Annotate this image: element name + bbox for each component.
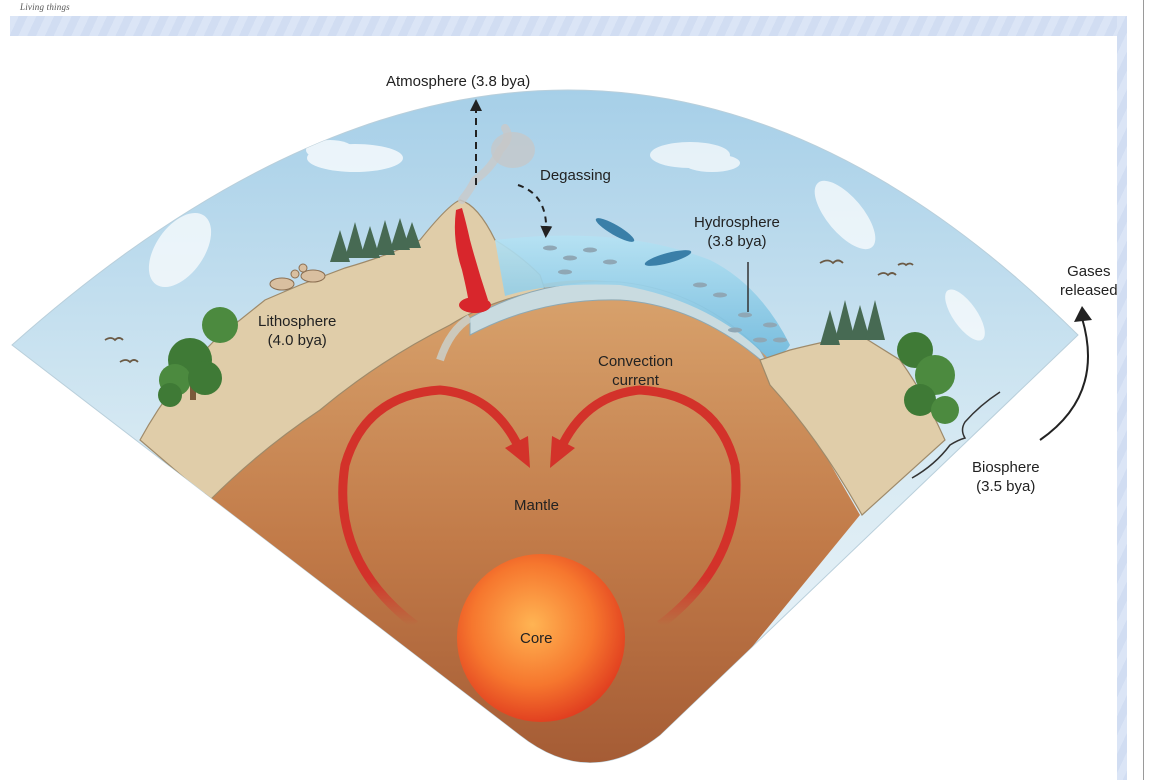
label-hydrosphere-name: Hydrosphere — [694, 214, 780, 231]
top-caption: Living things — [20, 2, 70, 12]
label-biosphere: Biosphere (3.5 bya) — [972, 458, 1040, 496]
core — [457, 554, 625, 722]
cloud-icon — [650, 142, 740, 172]
label-convection-current: Convection current — [598, 352, 673, 390]
label-gases-line2: released — [1060, 282, 1118, 299]
top-header-band — [10, 16, 1127, 36]
tree-icon — [897, 332, 959, 424]
label-convection-line2: current — [612, 372, 659, 389]
bird-icon — [104, 259, 914, 364]
dolphin-icon — [595, 218, 692, 266]
degassing-arrow — [517, 184, 553, 238]
right-divider-line — [1143, 0, 1144, 780]
tree-icon — [158, 307, 238, 407]
label-biosphere-name: Biosphere — [972, 459, 1040, 476]
ocean — [495, 235, 790, 358]
deer-icon — [269, 263, 326, 291]
label-atmosphere: Atmosphere (3.8 bya) — [386, 73, 531, 90]
conifer-icon — [330, 218, 421, 262]
cloud-icon — [306, 140, 403, 172]
cloud-icon — [148, 212, 212, 288]
convection-arrow-left-head — [505, 436, 530, 468]
conifer-icon — [820, 300, 885, 345]
fish-icon — [543, 245, 787, 343]
cloud-icon — [945, 289, 985, 341]
label-mantle: Mantle — [514, 497, 560, 514]
biosphere-bracket — [911, 391, 1001, 479]
convection-arrow-left — [338, 385, 525, 629]
gases-released-arrowhead — [1074, 306, 1092, 322]
convection-arrow-right — [555, 385, 741, 629]
label-lithosphere: Lithosphere (4.0 bya) — [258, 312, 336, 350]
label-gases-line1: Gases — [1067, 263, 1111, 280]
cloud-icon — [814, 180, 876, 250]
label-degassing: Degassing — [540, 167, 611, 184]
label-convection-line1: Convection — [598, 353, 674, 370]
label-biosphere-age: (3.5 bya) — [976, 478, 1036, 495]
volcano-icon — [436, 124, 535, 362]
gases-released-arrow — [1039, 317, 1089, 441]
convection-arrow-right-head — [550, 436, 575, 468]
label-hydrosphere-age: (3.8 bya) — [707, 233, 767, 250]
label-hydrosphere: Hydrosphere (3.8 bya) — [694, 213, 780, 251]
label-gases-released: Gases released — [1060, 262, 1118, 300]
label-lithosphere-age: (4.0 bya) — [267, 332, 327, 349]
right-header-band — [1117, 16, 1127, 780]
label-lithosphere-name: Lithosphere — [258, 313, 337, 330]
label-core: Core — [520, 630, 553, 647]
